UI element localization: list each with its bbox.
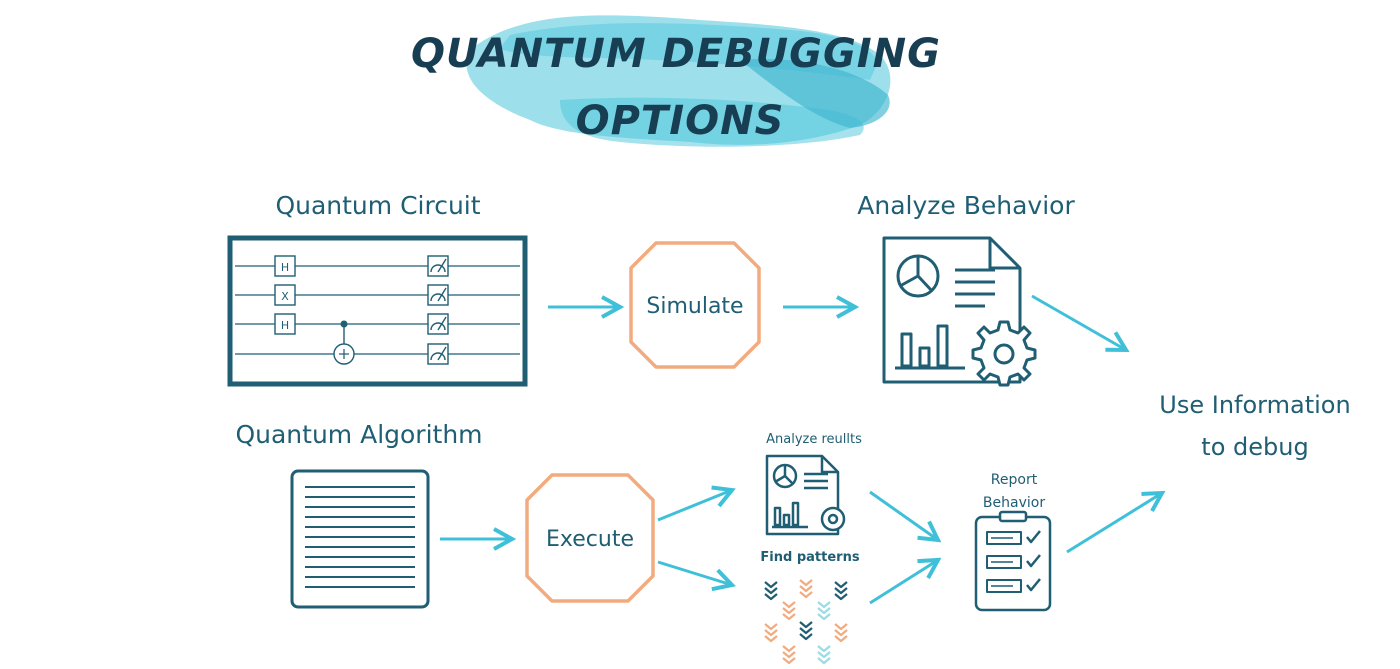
gate-x: X (281, 290, 289, 303)
gate-h-2: H (281, 319, 289, 332)
arrow-report-to-use-info (1066, 493, 1162, 554)
analyze-results-label: Analyze reullts (766, 432, 862, 447)
find-patterns-label: Find patterns (760, 550, 859, 565)
arrow-analyze-results-to-report (869, 490, 938, 540)
arrow-analyze-to-use-info (1031, 294, 1126, 350)
report-label-line2: Behavior (983, 495, 1045, 511)
use-information-line2: to debug (1201, 433, 1308, 461)
quantum-circuit-diagram (227, 235, 528, 387)
simulate-label: Simulate (646, 294, 743, 319)
report-behavior-checklist-icon (974, 510, 1052, 612)
analyze-results-document-icon (765, 454, 846, 536)
arrow-execute-to-find-patterns (657, 560, 732, 585)
title-brush-stroke (466, 15, 891, 147)
analyze-behavior-document-icon (882, 236, 1037, 387)
arrow-find-patterns-to-report (869, 560, 938, 605)
title-line1: QUANTUM DEBUGGING (411, 31, 941, 77)
report-label-line1: Report (991, 472, 1038, 488)
simulate-octagon (629, 241, 761, 369)
find-patterns-chevron-icons (764, 579, 848, 665)
gate-h-1: H (281, 261, 289, 274)
analyze-behavior-label: Analyze Behavior (857, 191, 1075, 220)
arrow-execute-to-analyze-results (657, 490, 732, 522)
execute-label: Execute (546, 527, 634, 552)
quantum-algorithm-label: Quantum Algorithm (235, 420, 482, 449)
execute-octagon (525, 473, 655, 603)
use-information-line1: Use Information (1159, 391, 1350, 419)
quantum-circuit-label: Quantum Circuit (275, 191, 480, 220)
quantum-algorithm-document-icon (290, 469, 430, 609)
title-line2: OPTIONS (576, 98, 785, 144)
